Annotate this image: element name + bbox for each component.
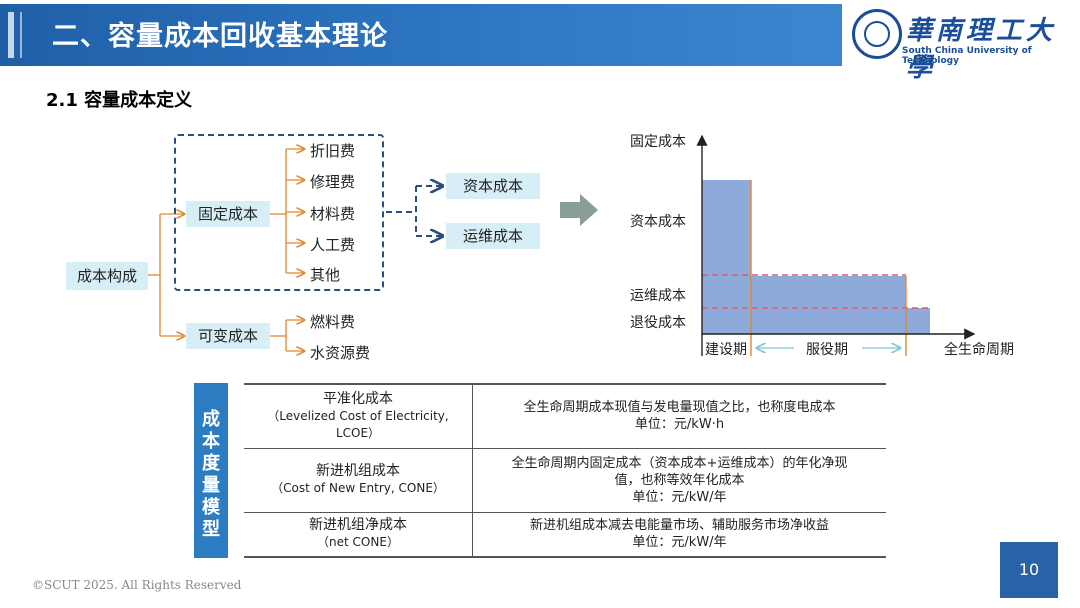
phase-label-construction: 建设期 xyxy=(705,342,747,358)
variable-item: 燃料费 xyxy=(310,313,356,331)
page-title: 二、容量成本回收基本理论 xyxy=(52,21,388,52)
construction-bar xyxy=(702,180,751,334)
chart-level-label: 运维成本 xyxy=(630,288,686,304)
variable-item: 水资源费 xyxy=(310,344,371,362)
capital-cost-node: 资本成本 xyxy=(446,173,540,199)
phase-label-service: 服役期 xyxy=(806,342,848,358)
service-bar xyxy=(751,276,906,334)
fixed-item: 材料费 xyxy=(310,205,356,223)
fixed-cost-group-box xyxy=(174,134,384,291)
cost-root-node: 成本构成 xyxy=(66,262,148,290)
fixed-item: 修理费 xyxy=(310,173,356,191)
table-row: 新进机组成本 （Cost of New Entry, CONE） 全生命周期内固… xyxy=(244,448,886,513)
copyright-text: ©SCUT 2025. All Rights Reserved xyxy=(32,578,242,592)
om-cost-node: 运维成本 xyxy=(446,223,540,249)
chart-level-label: 退役成本 xyxy=(630,315,686,331)
table-row: 新进机组净成本 （net CONE） 新进机组成本减去电能量市场、辅助服务市场净… xyxy=(244,512,886,557)
fixed-cost-node: 固定成本 xyxy=(186,201,270,227)
cost-model-table: 平准化成本 （Levelized Cost of Electricity, LC… xyxy=(244,383,886,558)
chart-y-label: 固定成本 xyxy=(630,134,686,150)
transition-arrow-icon xyxy=(560,194,598,226)
chart-x-label: 全生命周期 xyxy=(944,342,1014,358)
logo-english-name: South China University of Technology xyxy=(902,46,1032,66)
fixed-item: 人工费 xyxy=(310,236,356,254)
fixed-item: 其他 xyxy=(310,266,341,284)
chart-level-label: 资本成本 xyxy=(630,214,686,230)
variable-cost-node: 可变成本 xyxy=(186,323,270,349)
logo-chinese-name: 華南理工大學 xyxy=(906,16,1057,83)
cost-model-side-label: 成 本 度 量 模 型 xyxy=(194,383,228,558)
title-stripe-thin xyxy=(20,12,22,58)
title-stripe xyxy=(8,12,14,58)
retirement-bar xyxy=(906,308,930,334)
fixed-item: 折旧费 xyxy=(310,142,356,160)
table-row: 平准化成本 （Levelized Cost of Electricity, LC… xyxy=(244,384,886,449)
page-number: 10 xyxy=(1000,542,1058,598)
university-seal-icon xyxy=(852,9,902,59)
title-bar xyxy=(0,4,842,66)
section-title: 2.1 容量成本定义 xyxy=(46,90,193,111)
